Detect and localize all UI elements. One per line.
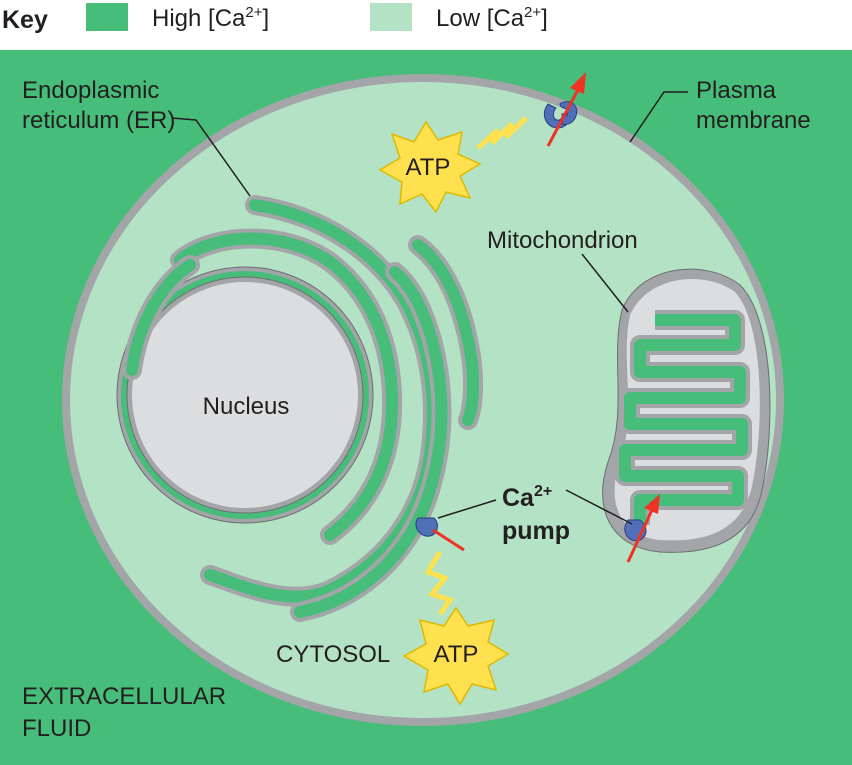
atp-burst-icon-bottom: ATP [402, 606, 510, 706]
high-calcium-bracket: ] [262, 5, 270, 32]
plasma-membrane-leader-line [629, 91, 688, 143]
high-calcium-label: High [Ca2+] [152, 4, 269, 33]
nucleoplasm [132, 282, 358, 508]
er-cisterna-3-lumen [294, 266, 448, 618]
atp-label-bottom: ATP [434, 641, 479, 668]
high-calcium-swatch [86, 3, 128, 31]
lightning-bolt-icon-top [476, 116, 528, 150]
low-calcium-text: Low [Ca [436, 5, 525, 32]
leader-lines [171, 91, 688, 525]
extracellular-fluid-label-line2: FLUID [22, 715, 91, 742]
high-calcium-superscript: 2+ [245, 4, 263, 21]
er-cisterna-4-lumen [412, 239, 480, 426]
low-calcium-swatch [370, 3, 412, 31]
er-leader-line [171, 117, 251, 197]
nucleus [116, 266, 374, 524]
mitochondrion [602, 268, 771, 553]
ca-pump-leader-line-mito [565, 489, 633, 525]
cell-diagram: ATP ATP Endoplasmic reticulum (ER) Plasm… [0, 50, 852, 765]
low-calcium-bracket: ] [541, 5, 548, 32]
cytosol-label: CYTOSOL [276, 641, 390, 668]
plasma-membrane-label-line1: Plasma [696, 77, 777, 104]
mitochondrion-leader-line [581, 253, 629, 313]
atp-burst-icon-top: ATP [378, 120, 482, 214]
endoplasmic-reticulum [122, 195, 484, 622]
transport-arrow-icon-er [432, 528, 465, 552]
low-calcium-label: Low [Ca2+] [436, 4, 548, 33]
mitochondrion-matrix [619, 314, 748, 525]
ca-pump-leader-line-er [437, 499, 497, 519]
transport-arrow-icon-mitochondrion [626, 494, 660, 563]
transport-arrow-icon-plasma [546, 72, 586, 147]
er-label-line1: Endoplasmic [22, 77, 159, 104]
er-cisterna-1-lumen [174, 232, 399, 541]
plasma-membrane-label-line2: membrane [696, 107, 811, 134]
legend-key: Key High [Ca2+] Low [Ca2+] [0, 0, 852, 46]
high-calcium-text: High [Ca [152, 5, 246, 32]
atp-label-top: ATP [406, 154, 451, 181]
low-calcium-superscript: 2+ [524, 4, 542, 21]
mitochondrion-label: Mitochondrion [487, 227, 638, 254]
nucleus-label: Nucleus [203, 393, 290, 420]
er-label-line2: reticulum (ER) [22, 107, 175, 134]
extracellular-fluid-label-line1: EXTRACELLULAR [22, 683, 226, 710]
lightning-bolt-icon-bottom [424, 550, 455, 616]
ca-pump-label-ca: Ca2+ [502, 483, 552, 512]
calcium-pump-icon-er [415, 517, 438, 537]
ca-pump-label-word: pump [502, 517, 570, 545]
key-title: Key [2, 6, 48, 34]
er-cisterna-5-lumen [126, 259, 196, 376]
